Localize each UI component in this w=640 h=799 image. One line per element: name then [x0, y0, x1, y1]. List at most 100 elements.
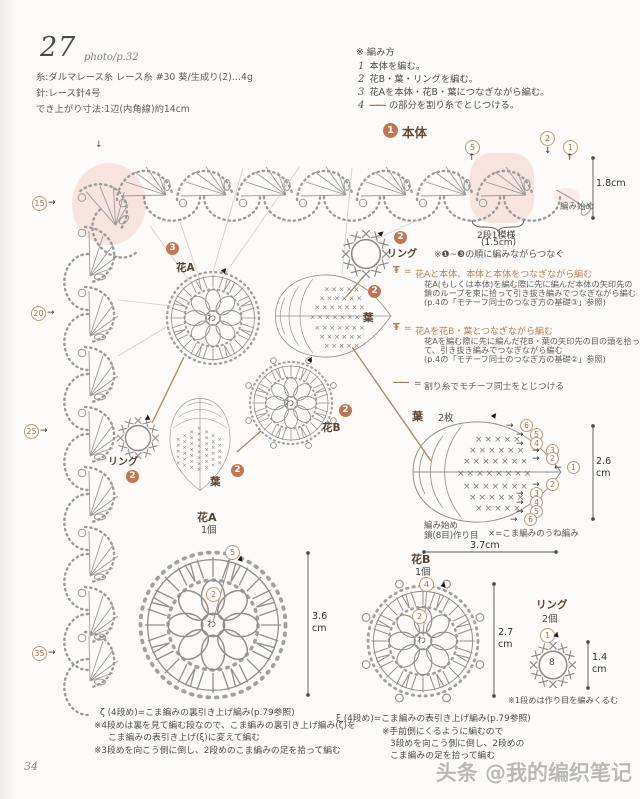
- tie-line-symbol: ――: [393, 378, 409, 388]
- leaf-mid-badge: 2: [368, 285, 381, 298]
- flower-b-size-value: 2.7: [498, 627, 514, 638]
- left-row-marker-3: 25: [24, 424, 39, 439]
- legend-line: 花Aを編む際に先に編んだ花B・葉の矢印先の目の頭を拾っ: [424, 336, 640, 346]
- flower-a-large-chart: [141, 553, 286, 698]
- watermark: 头条 @我的编织笔记: [435, 761, 632, 785]
- main-title: 本体: [402, 125, 428, 140]
- dimension-lines: [306, 156, 595, 698]
- note-b-line-3: 3段めを向こう側に倒し、2段めの: [390, 739, 525, 749]
- ridge-stitch-note: ×=こま編みのうね編み: [488, 529, 579, 539]
- howto-step-3: 3 花Aを本体・花B・葉につなぎながら編む。: [358, 84, 549, 98]
- right-arrow-icon: →: [40, 426, 48, 436]
- equals: =: [404, 267, 412, 277]
- leaf-row-6t: 6: [520, 419, 533, 432]
- leaf-mid-label: 葉: [363, 312, 374, 324]
- legend-line: 花A(もしくは本体)を編む際に先に編んだ本体の矢印先の: [424, 279, 633, 289]
- flower-b-count: 1個: [415, 567, 431, 578]
- photo-reference: photo/p.32: [84, 52, 139, 63]
- equals: =: [414, 379, 422, 389]
- howto-step-4: 4 ―― の部分を割り糸でとじつける。: [358, 97, 519, 111]
- repeat-brace: [471, 219, 525, 233]
- leaf-height-value: 2.6: [596, 456, 612, 467]
- start-label: 編み始め: [560, 202, 595, 212]
- up-arrow-icon: ↑: [566, 153, 574, 163]
- right-arrow-icon: →: [516, 489, 524, 499]
- material-hook: 針:レース針4号: [36, 88, 101, 99]
- right-arrow-icon: →: [48, 648, 56, 658]
- right-arrow-icon: →: [532, 446, 540, 456]
- legend-line: 鎖のループを束に拾って引き抜き編みでつなぎながら編む: [424, 288, 636, 298]
- left-arrow-icon: ←: [554, 463, 562, 473]
- leaf-row-2t: 2: [546, 452, 559, 465]
- magic-ring-label: わ: [285, 399, 295, 409]
- leaf-start-label: 編み始め: [424, 521, 459, 531]
- material-size: でき上がり寸法:1辺(内角線)約14cm: [36, 104, 190, 115]
- step-text: の部分を割り糸でとじつける。: [388, 100, 520, 111]
- flower-a-mid-label: 花A: [176, 262, 195, 274]
- right-arrow-icon: →: [516, 439, 524, 449]
- leaf-row-4t: 4: [530, 437, 543, 450]
- note-b-line-4: こま編みの足を拾って編む: [390, 751, 496, 761]
- flower-b-mid-label: 花B: [322, 422, 341, 434]
- leaf-row-1: 1: [567, 461, 580, 474]
- flower-b-row-2: 2: [412, 609, 427, 624]
- right-arrow-icon: →: [510, 515, 518, 525]
- magic-ring-label: わ: [207, 620, 217, 630]
- legend-line: (p.4の「モチーフ同士のつなぎ方の基礎②」参照): [424, 354, 606, 364]
- ring-detail-count: 2個: [542, 614, 558, 625]
- leaf-width-measurement: 3.7cm: [470, 540, 500, 551]
- ring-top-label: リング: [387, 249, 417, 260]
- border-motif-chart: [63, 165, 592, 717]
- row-marker-2: 2: [540, 131, 555, 146]
- flower-a-mid-badge: 3: [166, 242, 179, 255]
- join-symbol-2: Ŧ: [393, 322, 400, 333]
- flower-a-size-value: 3.6: [312, 611, 328, 622]
- note-b-line-2: ※手前側にくるように編むので: [382, 727, 504, 737]
- howto-step-1: 1 本体を編む。: [358, 58, 425, 72]
- flower-b-row-4: 4: [419, 577, 434, 592]
- leaf-row-2b: 2: [546, 478, 559, 491]
- note-a-line-3: こま編みの表引き上げ(ξ)に変えて編む: [108, 733, 261, 743]
- flower-b-size-unit: cm: [498, 639, 513, 650]
- step-text: 花B・葉・リングを編む。: [369, 74, 479, 85]
- ring-detail-label: リング: [536, 599, 568, 611]
- note-a-line-1: ζ (4段め)=こま編みの裏引き上げ編み(p.79参照): [100, 708, 295, 718]
- leaf-section-count: 2枚: [438, 413, 454, 424]
- order-note: ※❶~❸の順に編みながらつなぐ: [434, 250, 565, 260]
- pink-highlights: [72, 153, 580, 245]
- right-arrow-icon: →: [48, 198, 56, 208]
- corner-down-arrow-icon: ↓: [95, 140, 103, 150]
- left-row-marker-1: 15: [32, 196, 47, 211]
- step-number: 4: [358, 100, 365, 111]
- ring-size-value: 1.4: [592, 652, 608, 663]
- up-arrow-icon: ↑: [468, 153, 476, 163]
- right-arrow-icon: →: [532, 454, 540, 464]
- note-a-line-4: ※3段めを向こう側に倒し、2段めのこま編みの足を拾って編む: [94, 746, 341, 756]
- flower-a-size-unit: cm: [312, 623, 327, 634]
- right-arrow-icon: →: [532, 480, 540, 490]
- ring-row-1: 1: [540, 628, 555, 643]
- right-arrow-icon: →: [516, 507, 524, 517]
- leaf-height-unit: cm: [596, 468, 611, 479]
- material-yarn: 糸:ダルマレース糸 レース糸 #30 葵/生成り(2)…4g: [36, 72, 253, 83]
- magic-ring-label: わ: [417, 636, 427, 646]
- step-number: 1: [358, 61, 365, 72]
- down-arrow-icon: ↓: [544, 146, 552, 156]
- legend-title-1: 花Aと本体、本体と本体をつなぎながら編む: [415, 270, 593, 280]
- flower-b-label: 花B: [411, 553, 431, 566]
- pattern-number: 27: [40, 32, 77, 63]
- flower-b-mid-badge: 2: [339, 404, 352, 417]
- magic-ring-label: わ: [207, 314, 217, 324]
- ring-top-chart: [342, 230, 389, 277]
- right-arrow-icon: →: [47, 308, 55, 318]
- legend-title-2: 花Aを花B・葉とつなぎながら編む: [415, 327, 553, 337]
- step-number: 2: [358, 74, 365, 85]
- leaf-caston-label: 鎖(8目)作り目: [424, 531, 479, 541]
- flower-a-label: 花A: [197, 511, 217, 524]
- right-arrow-icon: →: [506, 421, 514, 431]
- note-a-line-2: ※4段めは裏を見て編む段なので、こま編みの裏引き上げ編み(ζ)を: [94, 721, 356, 731]
- ring-left-badge: 2: [126, 470, 139, 483]
- join-symbol-1: Ŧ: [393, 265, 400, 276]
- height-measurement: 1.8cm: [596, 178, 626, 189]
